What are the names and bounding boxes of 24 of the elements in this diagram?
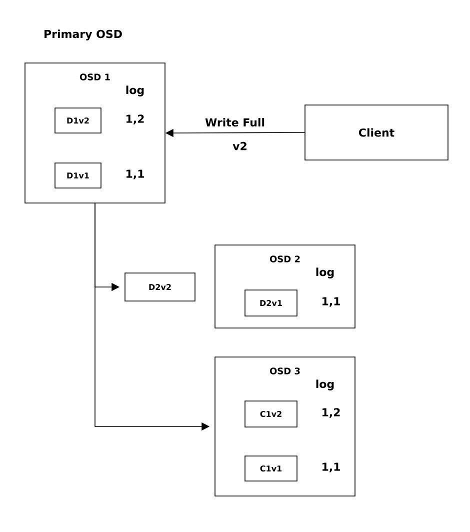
node-title: OSD 1: [80, 74, 110, 80]
osd-box: [214, 244, 356, 328]
client-box: Client: [304, 104, 448, 160]
chunk-box: D1v2: [54, 108, 102, 134]
node-title: OSD 3: [270, 368, 300, 374]
log-entry: 1,1: [126, 170, 144, 180]
log-header: log: [126, 86, 144, 96]
node-title: OSD 2: [270, 256, 300, 262]
log-entry: 1,2: [126, 114, 144, 124]
log-entry: 1,1: [322, 297, 340, 307]
chunk-box: D1v1: [54, 162, 102, 188]
log-header: log: [316, 380, 334, 390]
log-header: log: [316, 268, 334, 278]
chunk-box: C1v1: [244, 456, 298, 482]
osd-box: [24, 62, 166, 204]
log-entry: 1,1: [322, 462, 340, 472]
chunk-box: D2v1: [244, 290, 298, 316]
diagram-title: Primary OSD: [44, 30, 122, 40]
version-label: v2: [232, 142, 246, 150]
edge-label: Write Full: [205, 118, 264, 127]
chunk-box: D2v2: [124, 272, 196, 302]
chunk-box: C1v2: [244, 400, 298, 428]
osd-box: [214, 356, 356, 496]
log-entry: 1,2: [322, 408, 340, 418]
